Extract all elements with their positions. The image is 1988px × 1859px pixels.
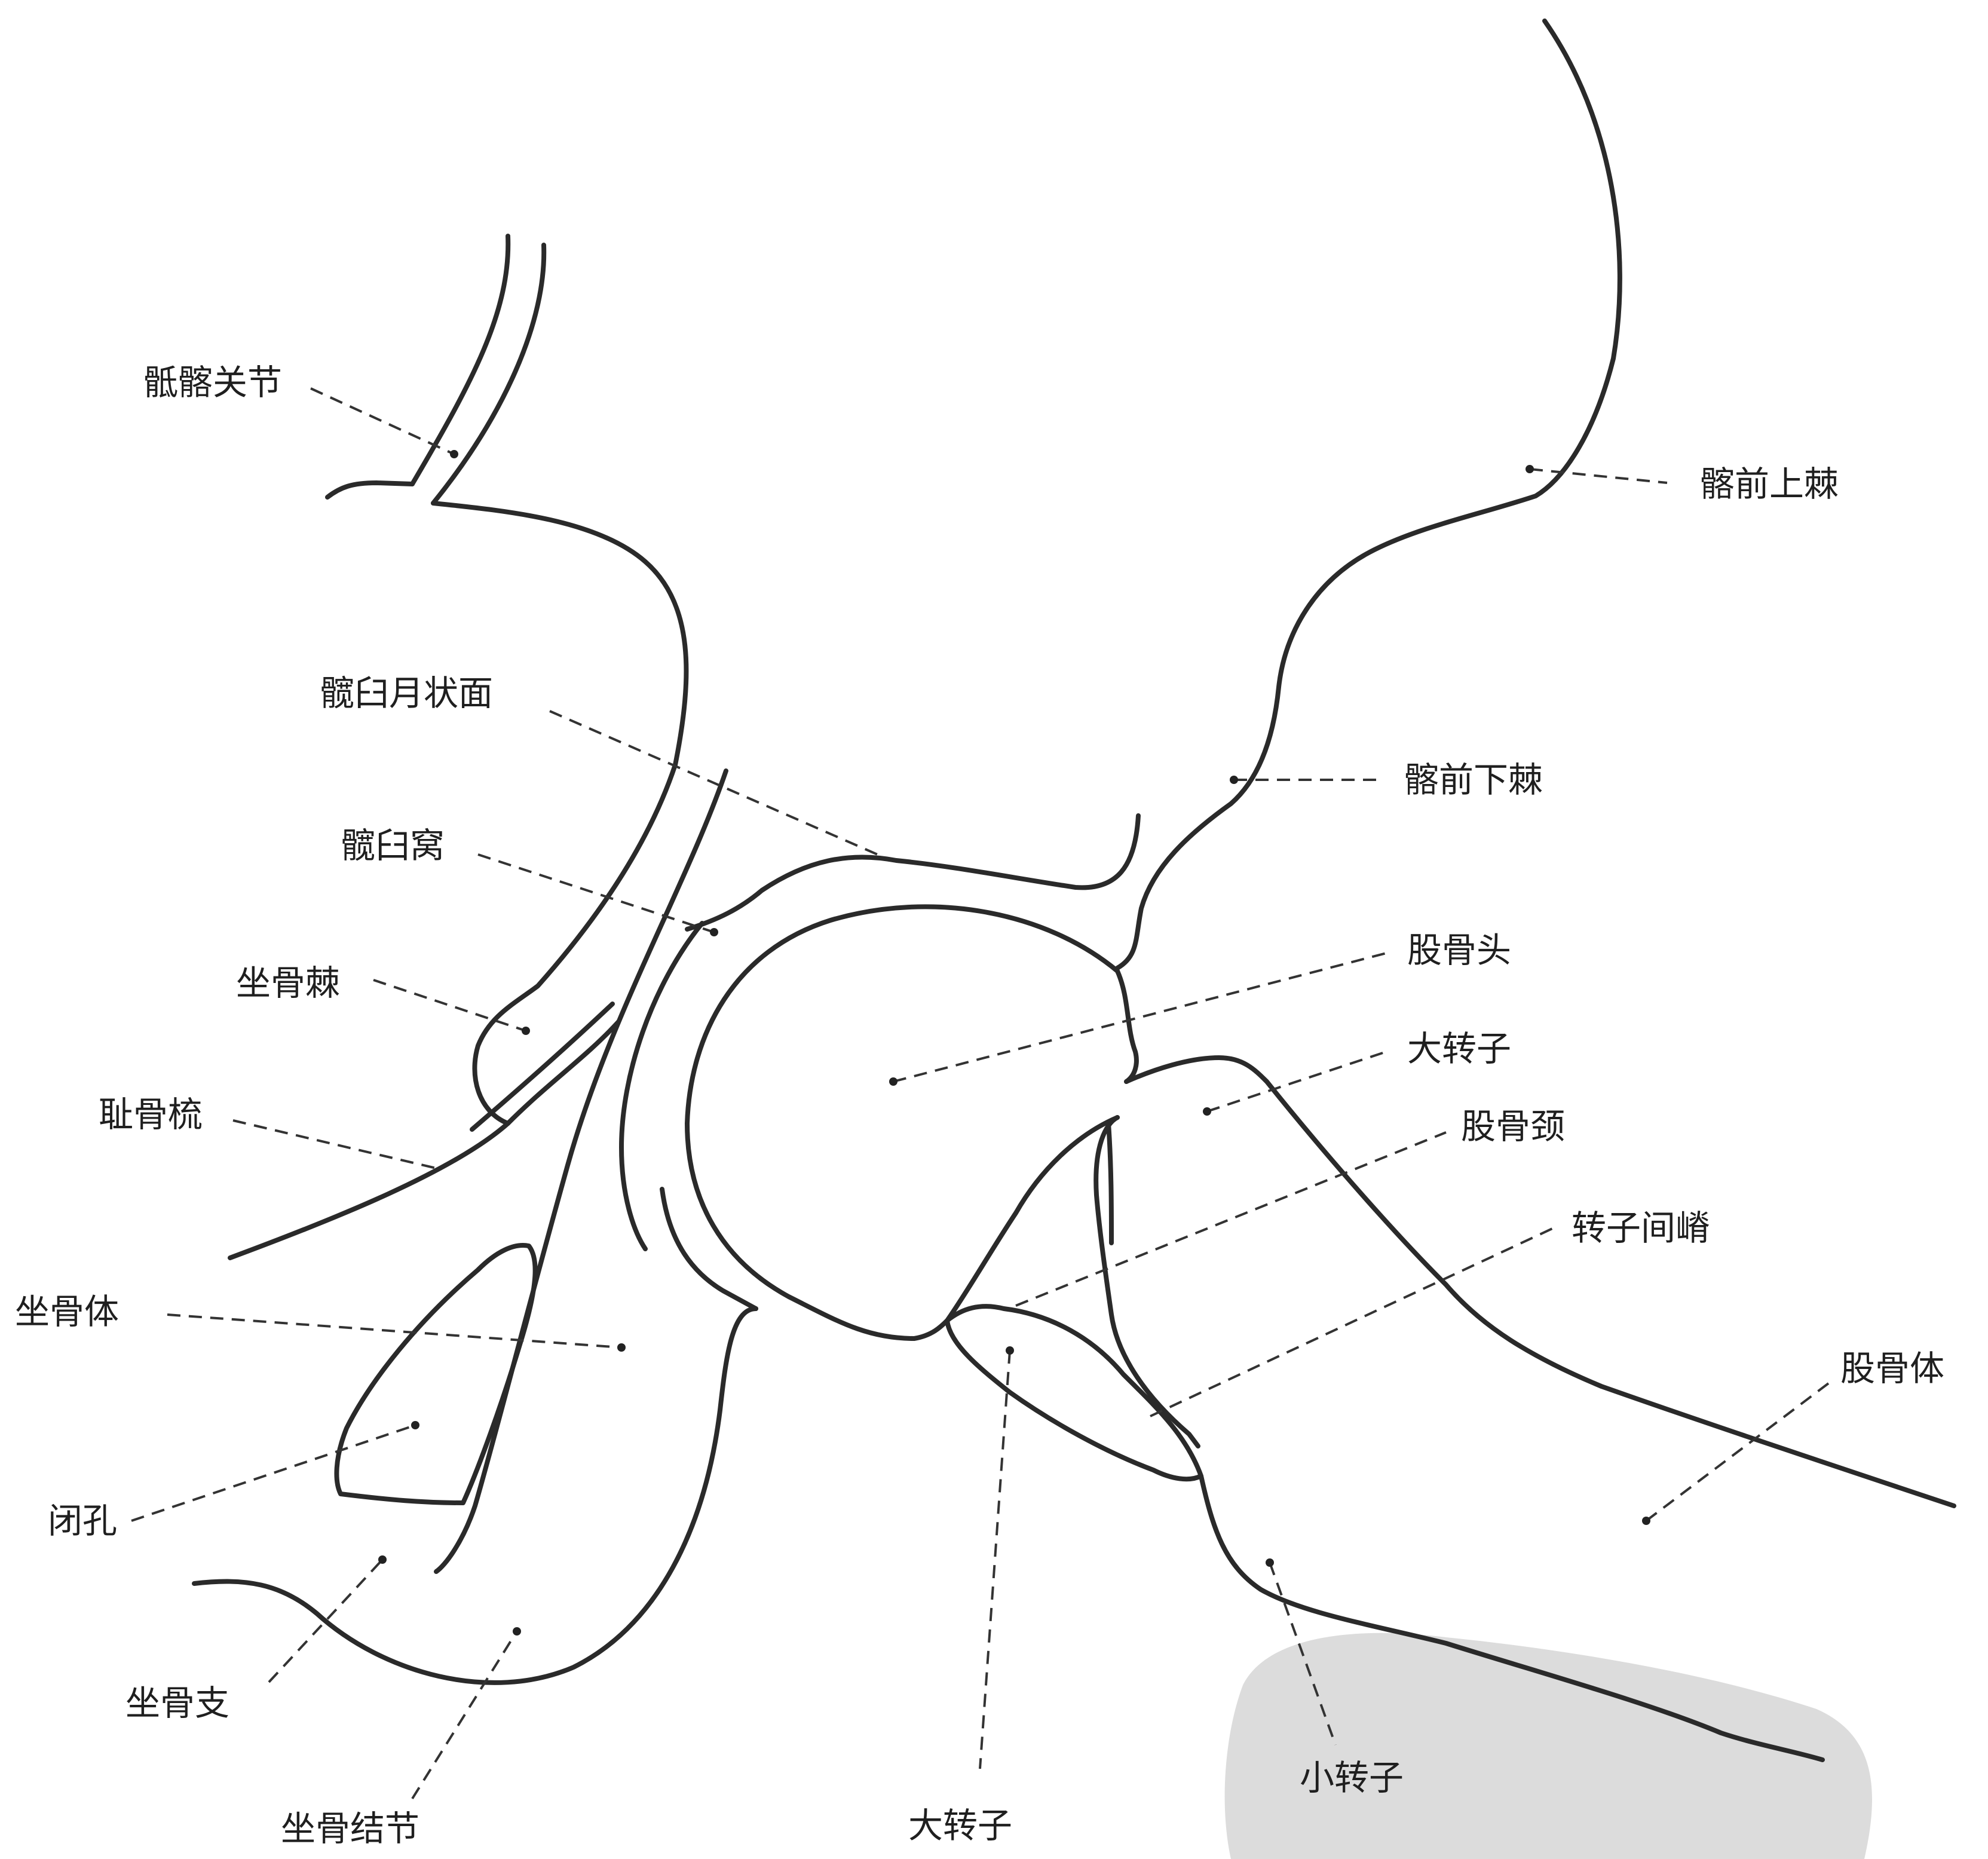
femoral-head-outline xyxy=(685,904,1120,1341)
anterior-ilium-border xyxy=(1115,19,1622,970)
label-femoral-shaft: 股骨体 xyxy=(1840,1348,1944,1389)
dot-ischial-tuberosity xyxy=(513,1627,521,1636)
posterior-ilium-border xyxy=(431,501,689,1126)
watermark-shape xyxy=(1224,1633,1873,1859)
leader-ischial-ramus xyxy=(268,1558,384,1683)
label-ischial-tuberosity: 坐骨结节 xyxy=(281,1808,419,1849)
dot-ischial-spine xyxy=(522,1027,530,1035)
label-obturator-foramen: 闭孔 xyxy=(48,1500,117,1541)
leader-lesser-trochanter xyxy=(1269,1562,1337,1745)
leader-lunate xyxy=(549,710,885,859)
dot-sacroiliac xyxy=(450,450,458,458)
ischial-body-contour xyxy=(192,1306,758,1685)
dot-ischial-ramus xyxy=(378,1555,387,1564)
sacroiliac-line-inner xyxy=(431,243,547,506)
femoral-neck-lower xyxy=(945,1115,1120,1323)
dot-greater-trochanter-upper xyxy=(1203,1107,1211,1116)
pubic-line xyxy=(228,1019,621,1260)
label-intertrochanteric-crest: 转子间嵴 xyxy=(1572,1208,1710,1248)
leader-ischial-tuberosity xyxy=(411,1630,518,1800)
dot-asis xyxy=(1526,465,1534,473)
leader-femoral-head xyxy=(893,952,1387,1083)
acetabular-lower-rim xyxy=(660,1187,758,1311)
leader-pecten-pubis xyxy=(232,1119,437,1169)
leader-sacroiliac xyxy=(310,387,455,455)
femoral-shaft-lower xyxy=(1199,1474,1825,1762)
label-acetabular-fossa: 髋臼窝 xyxy=(341,825,445,866)
femoral-head-right xyxy=(1115,969,1139,1084)
sacrum-ledge xyxy=(325,480,415,500)
leader-ischial-body xyxy=(167,1313,622,1349)
acetabular-roof xyxy=(685,813,1141,932)
dot-ischial-body xyxy=(617,1343,626,1352)
leader-lines xyxy=(131,387,1830,1800)
acetabular-rim-arc xyxy=(619,921,704,1251)
posterior-column-line xyxy=(434,768,728,1574)
leader-intertrochanteric xyxy=(1150,1227,1554,1417)
bone-outlines xyxy=(192,19,1956,1762)
leader-femoral-neck xyxy=(1015,1131,1447,1307)
label-greater-trochanter-lower: 大转子 xyxy=(908,1805,1012,1846)
sacroiliac-line-outer xyxy=(410,234,511,486)
leader-ischial-spine xyxy=(373,979,526,1032)
dot-greater-trochanter-lower xyxy=(1006,1346,1014,1355)
label-lesser-trochanter: 小转子 xyxy=(1300,1757,1404,1798)
leader-femoral-shaft xyxy=(1645,1382,1830,1522)
labels: 骶髂关节 髂前上棘 髋臼月状面 髂前下棘 髋臼窝 股骨头 坐骨棘 大转子 耻骨梳… xyxy=(15,362,1944,1849)
label-pecten-pubis: 耻骨梳 xyxy=(99,1094,203,1135)
label-ischial-ramus: 坐骨支 xyxy=(125,1683,229,1723)
dot-acetabular-fossa xyxy=(710,928,718,936)
label-aiis: 髂前下棘 xyxy=(1404,759,1543,800)
leader-asis xyxy=(1529,468,1668,484)
label-asis: 髂前上棘 xyxy=(1700,464,1839,504)
dot-femoral-shaft xyxy=(1642,1517,1650,1525)
label-sacroiliac-joint: 骶髂关节 xyxy=(143,362,282,403)
femoral-neck-inner xyxy=(1106,1121,1114,1245)
dot-aiis xyxy=(1230,776,1238,784)
leader-greater-trochanter-lower xyxy=(979,1350,1011,1769)
leader-greater-trochanter-upper xyxy=(1206,1051,1387,1113)
ischial-spine-line xyxy=(470,1002,615,1132)
label-femoral-neck: 股骨颈 xyxy=(1461,1106,1565,1147)
dot-obturator xyxy=(411,1421,419,1429)
leader-acetabular-fossa xyxy=(477,853,715,933)
dot-femoral-head xyxy=(889,1077,897,1086)
label-greater-trochanter-upper: 大转子 xyxy=(1407,1028,1511,1069)
leader-obturator xyxy=(131,1424,416,1522)
greater-trochanter-outline xyxy=(1124,1055,1956,1508)
dot-lesser-trochanter xyxy=(1266,1558,1274,1567)
label-ischial-spine: 坐骨棘 xyxy=(236,963,340,1003)
label-ischial-body: 坐骨体 xyxy=(15,1291,119,1332)
obturator-foramen-outline xyxy=(334,1243,538,1505)
lesser-trochanter-outline xyxy=(945,1304,1203,1482)
label-femoral-head: 股骨头 xyxy=(1407,930,1511,970)
label-lunate-surface: 髋臼月状面 xyxy=(320,673,493,713)
